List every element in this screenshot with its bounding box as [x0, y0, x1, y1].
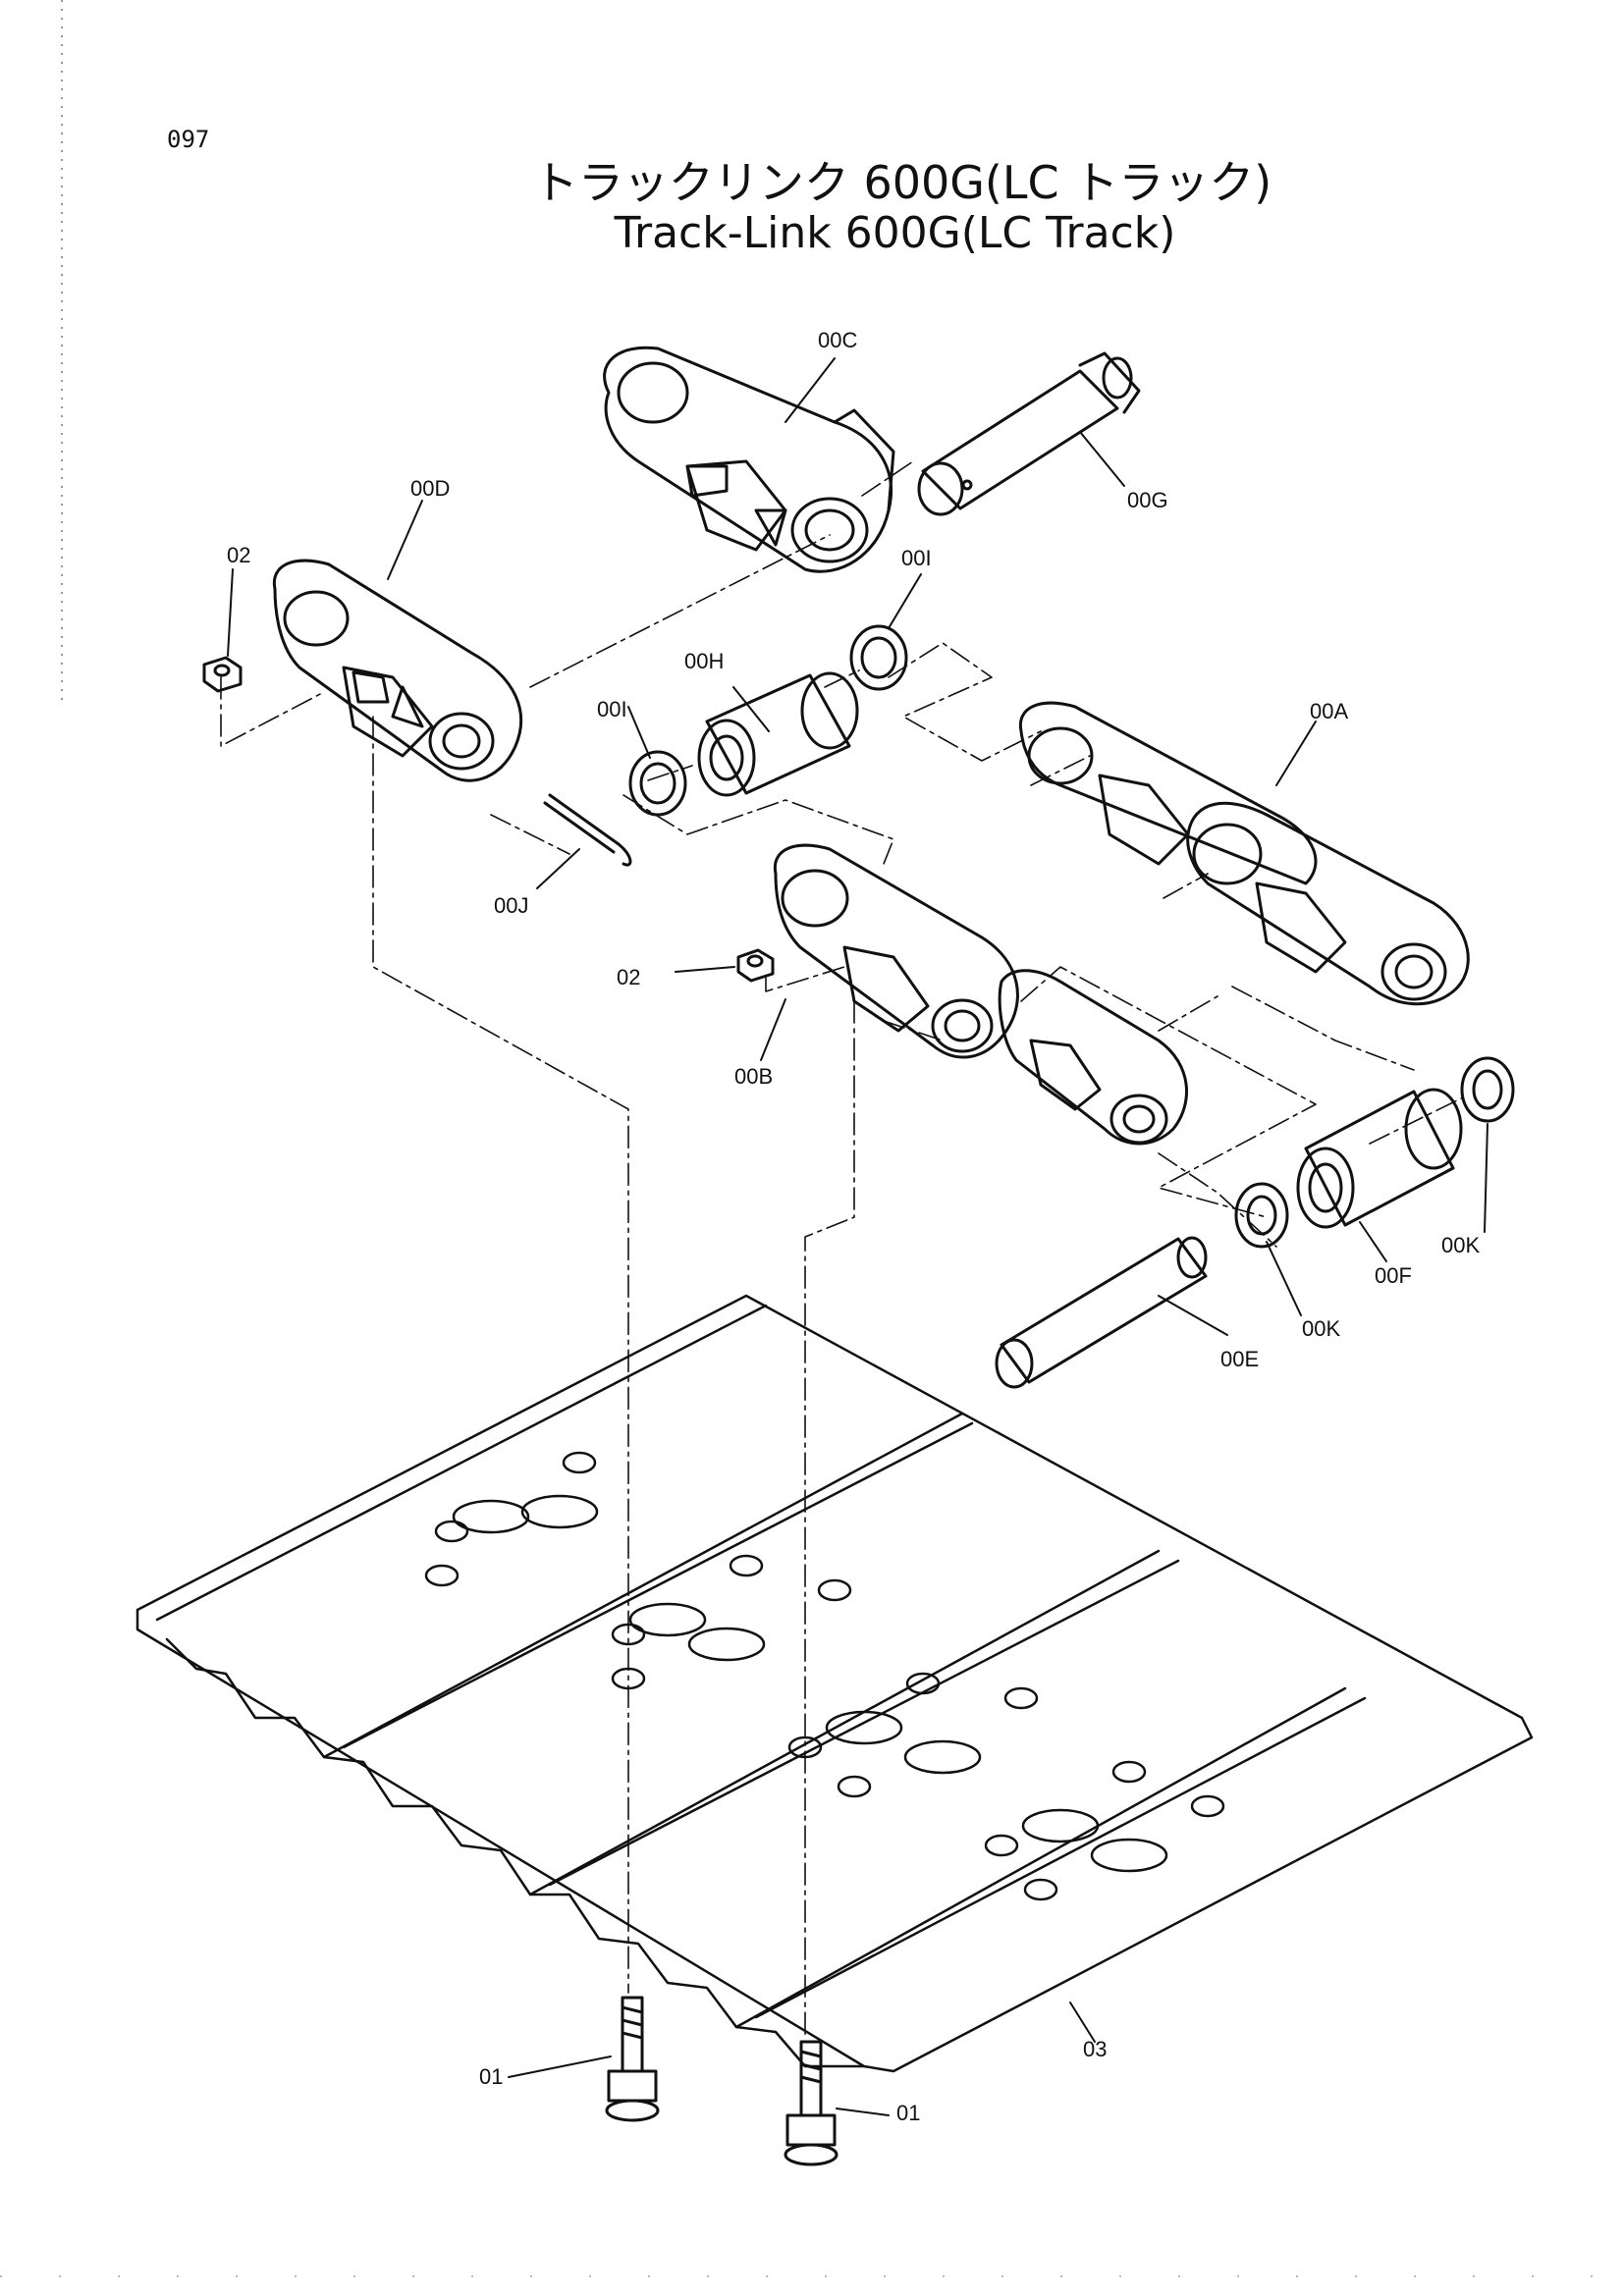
track-link-00b: [773, 843, 1188, 1146]
binding-margin-dots: [61, 0, 63, 707]
callout-00a: 00A: [1310, 699, 1349, 723]
callout-02-upper: 02: [227, 543, 251, 567]
callout-00e: 00E: [1220, 1347, 1260, 1371]
seal-00i-upper: [849, 624, 908, 691]
callout-00g: 00G: [1127, 488, 1168, 512]
page-number: 097: [167, 126, 210, 153]
leader-lines: [227, 357, 1488, 2116]
callout-00f: 00F: [1375, 1263, 1412, 1288]
nut-02-middle: [736, 948, 775, 983]
callout-00i-upper: 00I: [901, 546, 932, 570]
bolt-01-left: [605, 1996, 660, 2122]
callout-00b: 00B: [734, 1064, 774, 1089]
bushing-00f: [1296, 1088, 1463, 1229]
pin-retainer-00j: [543, 793, 632, 867]
callout-00h: 00H: [684, 649, 725, 673]
page-title-japanese: トラックリンク 600G(LC トラック): [532, 156, 1272, 209]
callout-00k-right: 00K: [1441, 1233, 1481, 1257]
callout-00i-lower: 00I: [597, 697, 627, 721]
seal-00i-lower: [628, 750, 687, 817]
page-title-english: Track-Link 600G(LC Track): [614, 208, 1176, 258]
assembly-lines: [220, 460, 1464, 2038]
callout-02-middle: 02: [617, 965, 641, 989]
nut-02-left: [202, 656, 243, 693]
callout-00k-left: 00K: [1302, 1316, 1341, 1341]
track-link-00c: [603, 346, 895, 573]
track-link-00a: [1018, 701, 1470, 1006]
bushing-00h: [697, 671, 859, 797]
seal-00k-right: [1460, 1056, 1515, 1123]
callout-01-right: 01: [896, 2101, 921, 2125]
footer-dots: [0, 2275, 1623, 2277]
bolt-01-right: [784, 2040, 839, 2166]
callout-00d: 00D: [410, 476, 451, 501]
pin-00e: [995, 1236, 1208, 1389]
track-link-00d: [272, 559, 523, 782]
callout-01-left: 01: [479, 2064, 504, 2089]
callout-03: 03: [1083, 2037, 1108, 2061]
track-shoe-plates-03: [135, 1294, 1534, 2073]
callout-00c: 00C: [818, 328, 858, 352]
callout-00j: 00J: [494, 893, 529, 918]
pin-00g: [917, 351, 1141, 516]
